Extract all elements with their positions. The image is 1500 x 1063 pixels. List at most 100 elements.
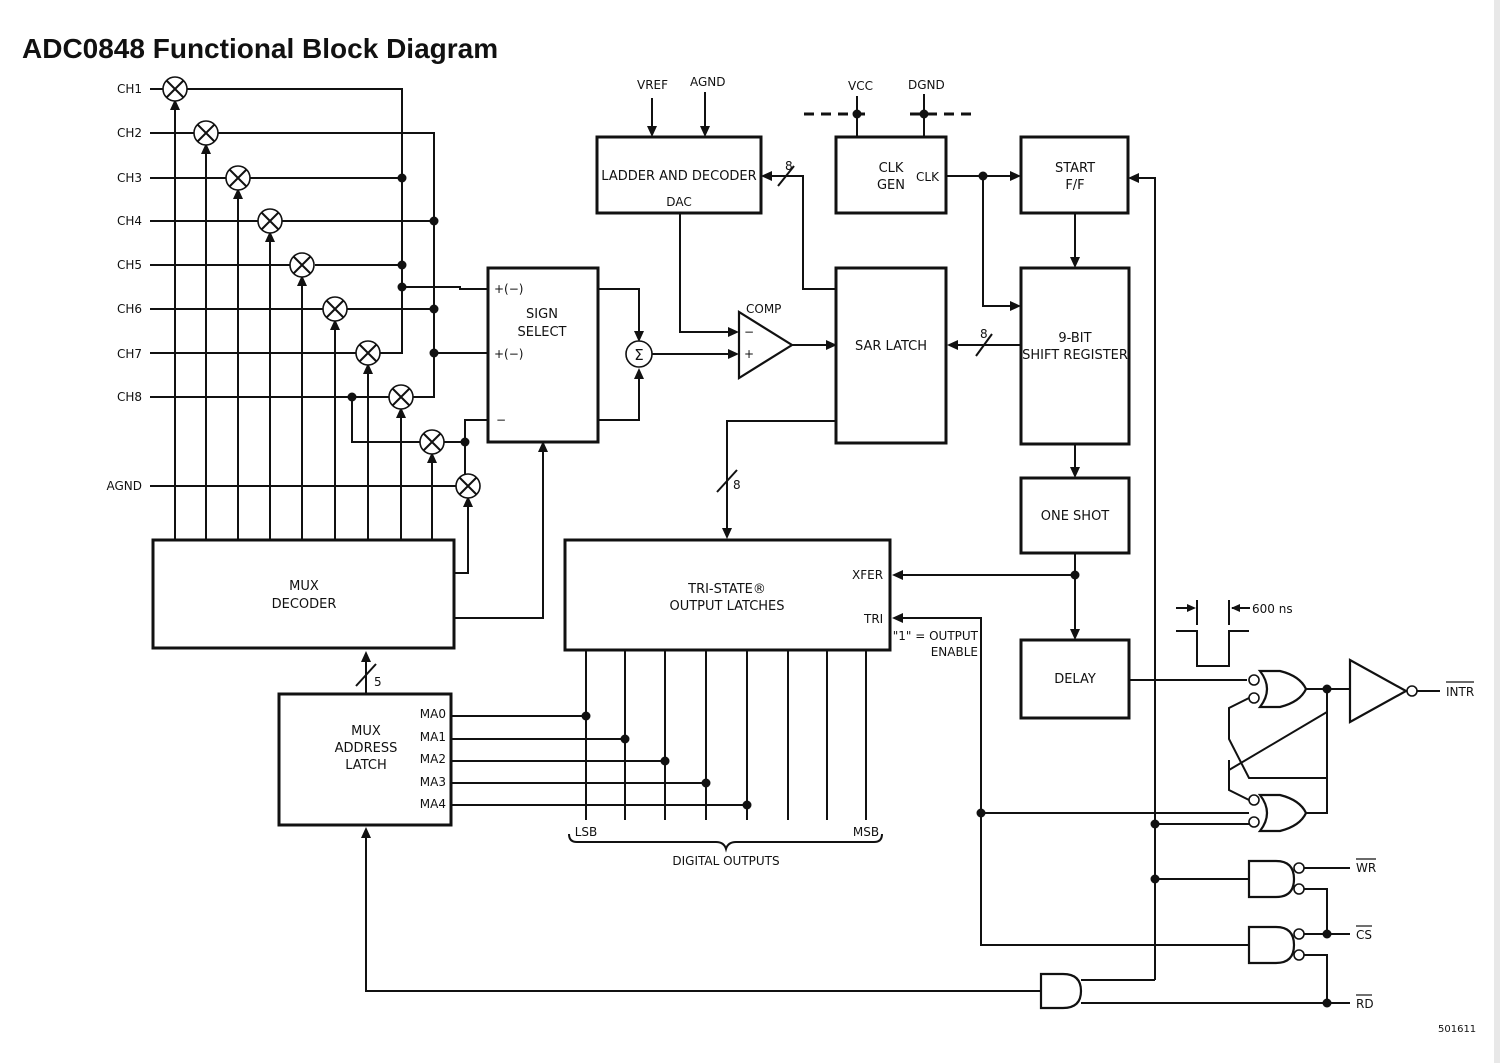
rd-signal-label: RD <box>1356 997 1374 1011</box>
switch-icon <box>193 120 219 146</box>
start-ff-label-1: START <box>1055 161 1095 176</box>
output-latches-label-2: OUTPUT LATCHES <box>669 599 784 614</box>
vref-pin-label: VREF <box>637 78 668 92</box>
tri-label: TRI <box>863 612 883 626</box>
switch-icon <box>322 296 348 322</box>
mux-decoder-label-1: MUX <box>289 579 319 594</box>
agnd-input-label: AGND <box>106 479 142 493</box>
switch-icon <box>225 165 251 191</box>
channel-label-ch6: CH6 <box>117 302 142 316</box>
agnd-pin-label: AGND <box>690 75 726 89</box>
dac-to-comp-wire <box>679 213 730 333</box>
sign-input-b: +(−) <box>494 347 523 361</box>
sar-to-output-bus <box>726 420 836 530</box>
comp-plus-label: + <box>744 347 754 361</box>
ladder-bus-width: 8 <box>785 159 793 173</box>
wr-signal-label: WR <box>1356 861 1376 875</box>
lsb-label: LSB <box>575 825 598 839</box>
channel-label-ch1: CH1 <box>117 82 142 96</box>
clk-gen-label-1: CLK <box>879 161 904 176</box>
msb-label: MSB <box>853 825 879 839</box>
sign-select-block <box>486 266 600 444</box>
delay-label: DELAY <box>1054 672 1096 687</box>
channel-labels: CH1 CH2 CH3 CH4 CH5 CH6 CH7 CH8 AGND <box>106 82 142 493</box>
pulse-width-label: 600 ns <box>1252 602 1293 616</box>
intr-signal-label: INTR <box>1446 685 1474 699</box>
analog-switches <box>162 76 481 499</box>
dgnd-pin-label: DGND <box>908 78 945 92</box>
shift-register-label-2: SHIFT REGISTER <box>1022 348 1128 363</box>
mux-decoder-block <box>151 538 456 650</box>
digital-outputs-label: DIGITAL OUTPUTS <box>672 854 779 868</box>
mux-address-latch-block <box>277 692 453 827</box>
switch-icon <box>162 76 188 102</box>
sar-latch-label: SAR LATCH <box>855 339 927 354</box>
mux-address-label-1: MUX <box>351 724 381 739</box>
switch-icon <box>355 340 381 366</box>
ladder-decoder-label: LADDER AND DECODER <box>601 169 756 184</box>
sum-symbol: Σ <box>634 346 643 364</box>
output-enable-label-1: "1" = OUTPUT <box>893 629 979 643</box>
channel-label-ch4: CH4 <box>117 214 142 228</box>
clk-gen-label-2: GEN <box>877 178 905 193</box>
channel-label-ch7: CH7 <box>117 347 142 361</box>
ma3-label: MA3 <box>420 775 446 789</box>
output-enable-label-2: ENABLE <box>931 645 978 659</box>
mux-decoder-label-2: DECODER <box>272 597 337 612</box>
channel-label-ch5: CH5 <box>117 258 142 272</box>
channel-label-ch3: CH3 <box>117 171 142 185</box>
pulse-width-indicator <box>1176 600 1250 667</box>
sar-latch-block <box>834 266 948 445</box>
switch-icon <box>455 473 481 499</box>
mux-address-label-2: ADDRESS <box>335 741 398 756</box>
control-logic <box>980 813 1350 1010</box>
mux-to-sign-wire <box>454 450 544 619</box>
diagram-title: ADC0848 Functional Block Diagram <box>22 33 498 64</box>
sign-input-c: − <box>496 413 506 427</box>
start-feedback-wire <box>1137 177 1156 880</box>
channel-wiring <box>150 88 488 574</box>
channel-label-ch2: CH2 <box>117 126 142 140</box>
mux-bus-width: 5 <box>374 675 382 689</box>
delay-block <box>1019 638 1131 720</box>
shift-bus-width: 8 <box>980 327 988 341</box>
tri-enable-wire <box>901 617 982 813</box>
sar-to-ladder-bus <box>770 175 836 290</box>
page-edge <box>1494 0 1500 1063</box>
shift-register-label-1: 9-BIT <box>1058 331 1091 346</box>
digital-output-lines <box>585 650 867 820</box>
comp-label: COMP <box>746 302 781 316</box>
channel-label-ch8: CH8 <box>117 390 142 404</box>
intr-latch <box>976 658 1440 833</box>
xfer-label: XFER <box>852 568 883 582</box>
ma-wiring <box>451 711 752 810</box>
ma1-label: MA1 <box>420 730 446 744</box>
comparator-icon <box>737 310 795 380</box>
sign-input-a: +(−) <box>494 282 523 296</box>
figure-number: 501611 <box>1438 1024 1476 1035</box>
ladder-decoder-block <box>595 135 763 215</box>
output-latches-block <box>563 538 892 652</box>
switch-icon <box>257 208 283 234</box>
cs-signal-label: CS <box>1356 928 1372 942</box>
switch-icon <box>289 252 315 278</box>
comp-minus-label: − <box>744 325 754 339</box>
one-shot-label: ONE SHOT <box>1041 509 1110 524</box>
clk-gen-block <box>834 135 948 215</box>
shift-register-block <box>1019 266 1131 446</box>
intr-buffer-icon <box>1348 658 1409 724</box>
ma4-label: MA4 <box>420 797 446 811</box>
digital-outputs-brace <box>568 833 883 853</box>
start-ff-label-2: F/F <box>1065 178 1084 193</box>
ma0-label: MA0 <box>420 707 446 721</box>
address-latch-strobe-wire <box>365 836 1041 992</box>
dac-label: DAC <box>666 195 691 209</box>
switch-icon <box>419 429 445 455</box>
sign-select-label-2: SELECT <box>518 325 567 340</box>
switch-icon <box>388 384 414 410</box>
sign-select-label-1: SIGN <box>526 307 558 322</box>
output-bus-width: 8 <box>733 478 741 492</box>
clk-out-label: CLK <box>916 170 940 184</box>
ma2-label: MA2 <box>420 752 446 766</box>
